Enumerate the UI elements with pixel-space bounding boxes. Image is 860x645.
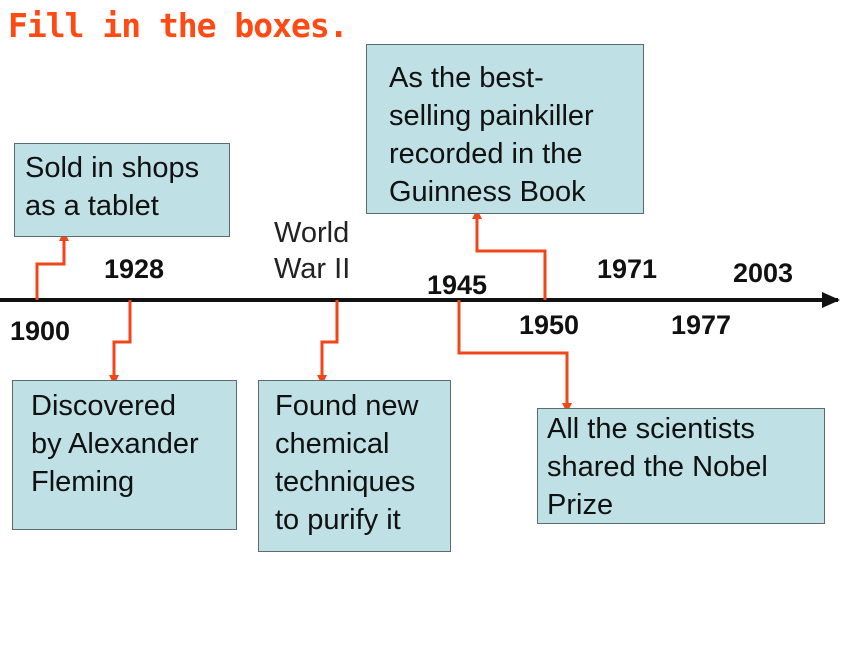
box-sold-in-shops: Sold in shops as a tablet [14,143,230,237]
year-1971: 1971 [597,254,658,284]
year-1977: 1977 [671,310,732,340]
year-2003: 2003 [733,258,794,288]
connector-1950 [472,209,547,300]
connector-1945 [457,300,572,413]
connector-1900 [35,231,69,300]
year-1950: 1950 [519,310,580,340]
box-best-selling: As the best- selling painkiller recorded… [366,44,644,214]
page-title: Fill in the boxes. [8,6,349,45]
connector-wwii [317,300,339,385]
connector-1928 [109,300,132,385]
label-world-war-ii: World War II [274,217,351,285]
box-nobel: All the scientists shared the Nobel Priz… [537,408,825,524]
year-1945: 1945 [427,270,488,300]
year-1900: 1900 [10,316,71,346]
box-found-new: Found new chemical techniques to purify … [258,380,451,552]
year-1928: 1928 [104,254,165,284]
box-discovered: Discovered by Alexander Fleming [12,380,237,530]
